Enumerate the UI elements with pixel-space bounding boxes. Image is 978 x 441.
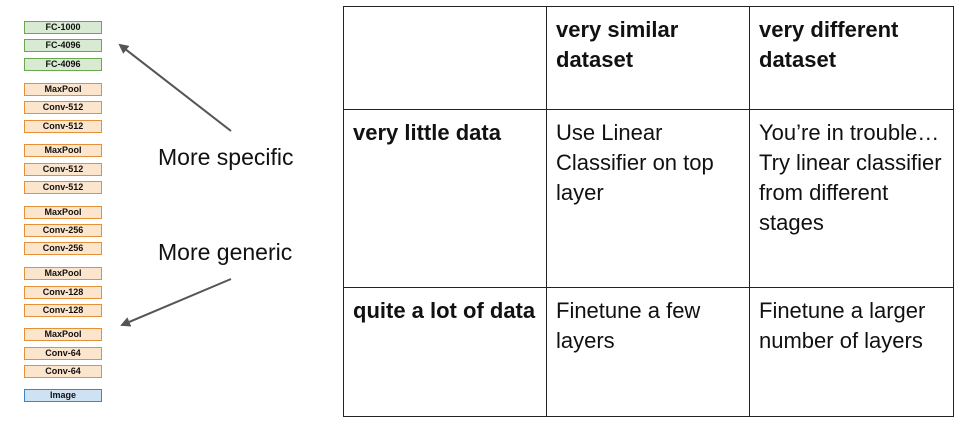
arrow-to-top-layers <box>118 43 232 132</box>
layer-conv-512: Conv-512 <box>24 181 102 194</box>
header-very-similar: very similar dataset <box>546 6 750 110</box>
table-header-row: very similar dataset very different data… <box>343 6 954 110</box>
layer-maxpool: MaxPool <box>24 144 102 157</box>
layer-conv-256: Conv-256 <box>24 242 102 255</box>
layer-conv-64: Conv-64 <box>24 365 102 378</box>
cell-lot-different: Finetune a larger number of layers <box>749 287 954 417</box>
transfer-learning-table: very similar dataset very different data… <box>343 6 954 417</box>
layer-fc-4096: FC-4096 <box>24 58 102 71</box>
layer-fc-1000: FC-1000 <box>24 21 102 34</box>
layer-conv-64: Conv-64 <box>24 347 102 360</box>
cell-little-different: You’re in trouble… Try linear classifier… <box>749 109 954 288</box>
more-specific-label: More specific <box>158 144 294 170</box>
layer-image: Image <box>24 389 102 402</box>
cell-little-similar: Use Linear Classifier on top layer <box>546 109 750 288</box>
layer-fc-4096: FC-4096 <box>24 39 102 52</box>
row-label-lot-of-data: quite a lot of data <box>343 287 547 417</box>
layer-conv-512: Conv-512 <box>24 163 102 176</box>
table-row: quite a lot of data Finetune a few layer… <box>343 287 954 417</box>
arrow-to-bottom-layers <box>120 278 232 327</box>
layer-maxpool: MaxPool <box>24 328 102 341</box>
cell-lot-similar: Finetune a few layers <box>546 287 750 417</box>
header-very-different: very different dataset <box>749 6 954 110</box>
more-generic-label: More generic <box>158 239 293 265</box>
layer-conv-256: Conv-256 <box>24 224 102 237</box>
layer-conv-128: Conv-128 <box>24 286 102 299</box>
layer-maxpool: MaxPool <box>24 267 102 280</box>
table-row: very little data Use Linear Classifier o… <box>343 109 954 288</box>
header-corner-cell <box>343 6 547 110</box>
layer-conv-512: Conv-512 <box>24 120 102 133</box>
layer-maxpool: MaxPool <box>24 83 102 96</box>
layer-maxpool: MaxPool <box>24 206 102 219</box>
layer-conv-512: Conv-512 <box>24 101 102 114</box>
layer-conv-128: Conv-128 <box>24 304 102 317</box>
annotation-arrows <box>118 43 232 327</box>
row-label-little-data: very little data <box>343 109 547 288</box>
